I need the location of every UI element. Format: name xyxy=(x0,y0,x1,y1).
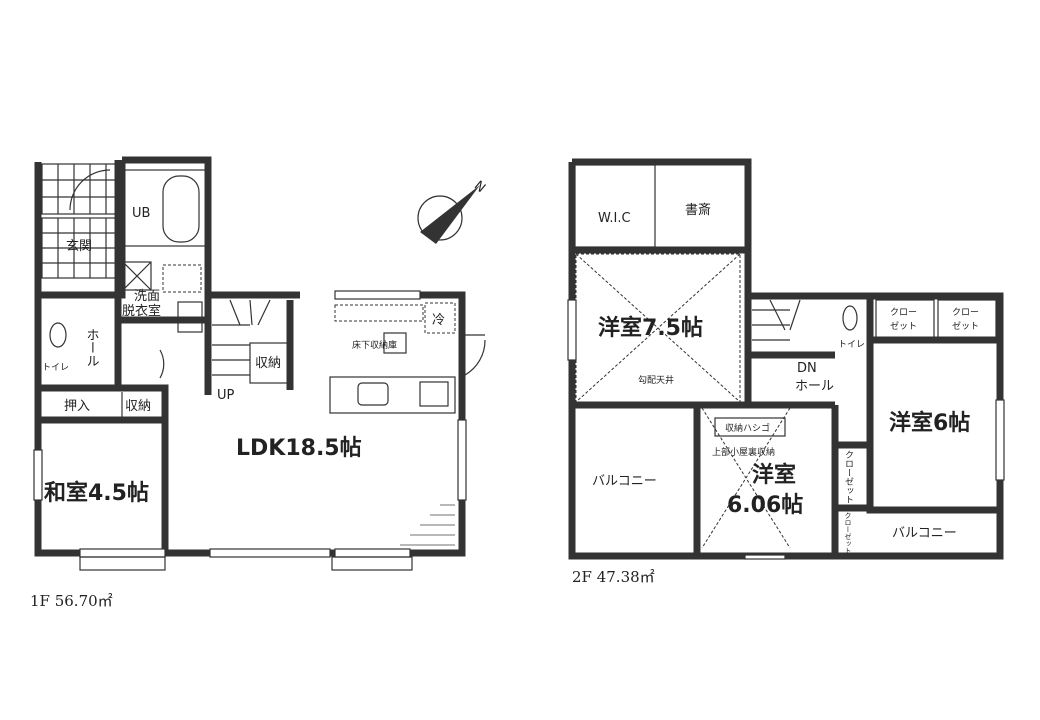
underfloor-storage-icon xyxy=(122,261,152,291)
oshiire-label: 押入 xyxy=(64,399,90,414)
western-75-label: 洋室7.5帖 xyxy=(598,315,703,341)
kitchen-counter xyxy=(329,376,456,414)
floor1-area: 1F 56.70㎡ xyxy=(30,592,113,610)
kitchen-underfloor-label: 床下収納庫 xyxy=(352,339,397,351)
sink-icon xyxy=(177,301,203,333)
closet-2 xyxy=(937,299,997,339)
washitsu-label: 和室4.5帖 xyxy=(44,480,149,506)
western-6-label: 洋室6帖 xyxy=(889,410,970,436)
closet2-label-1: クロー xyxy=(952,307,979,318)
hall-label-2f: ホール xyxy=(795,379,834,394)
wic-label: W.I.C xyxy=(598,211,631,226)
fridge-label: 冷 xyxy=(432,313,445,328)
balcony-small-label: バルコニー xyxy=(892,526,957,541)
attic-label: 上部小屋裏収納 xyxy=(712,446,775,458)
up-label: UP xyxy=(217,388,235,403)
hall-label: ホール xyxy=(84,328,99,367)
closet1-label-1: クロー xyxy=(890,307,917,318)
closet2-label-2: ゼット xyxy=(952,320,979,332)
genkan-label: 玄関 xyxy=(66,239,92,254)
ladder-label: 収納ハシゴ xyxy=(725,422,770,434)
western-606-label-1: 洋室 xyxy=(752,462,796,488)
closet-v1-label: クローゼット xyxy=(843,450,854,504)
doors-1f xyxy=(69,169,486,379)
washroom-label-1: 洗面 xyxy=(134,289,160,304)
stairs-2f xyxy=(752,299,801,341)
storage-label-b: 収納 xyxy=(255,356,281,371)
closet1-label-2: ゼット xyxy=(890,320,917,332)
bathtub-icon xyxy=(162,175,200,243)
balcony-large-label: バルコニー xyxy=(592,474,657,489)
entrance-tiles xyxy=(41,163,119,279)
kitchen-sink-icon xyxy=(357,382,389,406)
kitchen-cupboard xyxy=(334,304,424,322)
study-label: 書斎 xyxy=(685,202,711,218)
toilet-label-2f: トイレ xyxy=(838,340,865,350)
floor-2: W.I.C 書斎 洋室7.5帖 勾配天井 トイレ クロー ゼット クロー ゼット… xyxy=(567,158,1005,586)
dn-label: DN xyxy=(797,361,817,376)
washer-icon xyxy=(162,264,202,293)
windows-1f xyxy=(33,290,467,571)
closet-v2-label: クローゼット xyxy=(844,512,852,554)
north-compass: N xyxy=(417,178,488,244)
floor-1: UB 玄関 洗面 脱衣室 ホール トイレ 押入 収納 収納 UP 冷 床下収納庫… xyxy=(30,156,486,610)
walls-2f xyxy=(568,158,1004,560)
attic-ladder xyxy=(714,417,786,437)
fridge-space xyxy=(424,302,456,334)
ub-label: UB xyxy=(132,206,150,221)
western-606-label-2: 6.06帖 xyxy=(727,493,803,518)
windows-2f xyxy=(567,299,1005,560)
stairs-1f xyxy=(212,299,271,376)
floor2-area: 2F 47.38㎡ xyxy=(572,568,655,586)
toilet-icon-2f xyxy=(842,305,858,331)
stove-icon xyxy=(419,381,449,407)
closet-1 xyxy=(875,299,935,339)
toilet-label: トイレ xyxy=(42,363,69,373)
toilet-icon xyxy=(49,322,67,348)
washroom-label-2: 脱衣室 xyxy=(122,303,161,319)
unit-bath xyxy=(123,169,209,247)
ldk-floor-hatch xyxy=(400,504,455,546)
wic-room xyxy=(574,164,656,248)
sloped-ceiling-outline xyxy=(575,253,741,403)
ldk-label: LDK18.5帖 xyxy=(236,436,362,461)
storage-closet xyxy=(249,342,289,384)
storage-label-a: 収納 xyxy=(125,399,151,414)
kitchen-underfloor-icon xyxy=(383,332,407,354)
sloped-ceiling-label: 勾配天井 xyxy=(638,374,674,386)
